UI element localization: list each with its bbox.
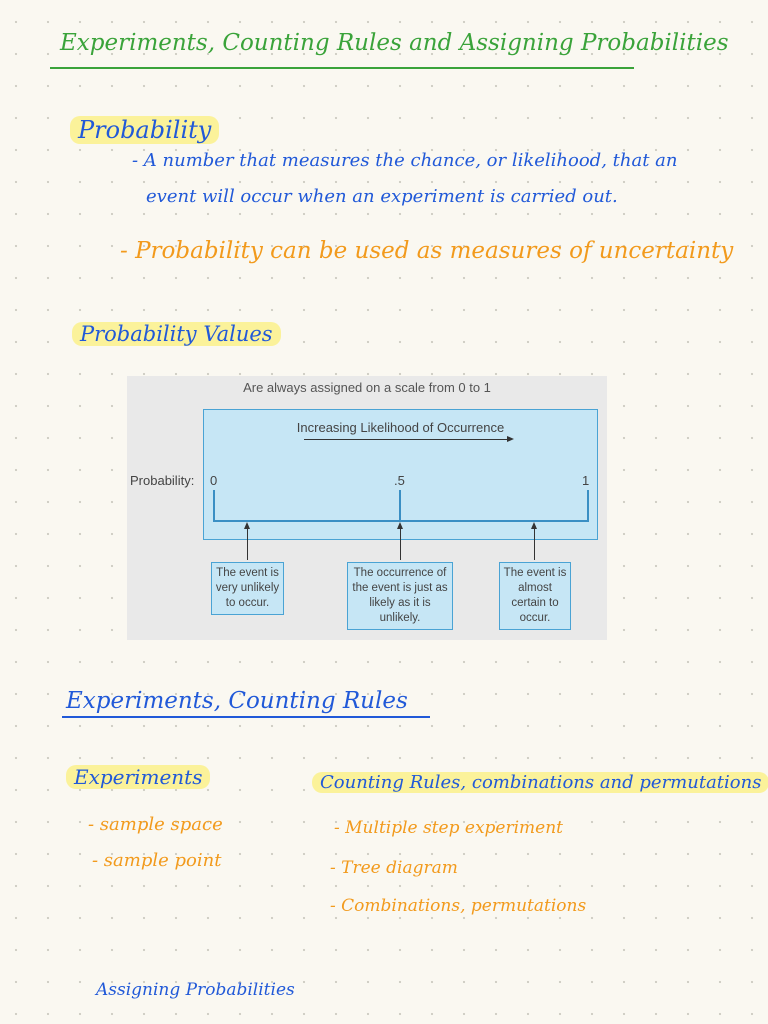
assigning-probabilities-heading: Assigning Probabilities [96,980,295,1000]
axis-tick-0 [213,490,215,522]
pointer-arrow-icon-2 [397,522,403,529]
increasing-arrow-line [304,439,509,440]
list-item-combinations: - Combinations, permutations [330,896,587,916]
list-item-multiple-step: - Multiple step experiment [334,818,564,838]
increasing-arrow-icon [507,436,514,442]
probability-definition-line1: - A number that measures the chance, or … [132,150,678,171]
uncertainty-note: - Probability can be used as measures of… [120,238,734,264]
note-just-as-likely: The occurrence of the event is just as l… [347,562,453,630]
list-item-sample-space: - sample space [88,814,223,835]
probability-definition-line2: event will occur when an experiment is c… [146,186,618,207]
pointer-arrow-icon-1 [244,522,250,529]
pointer-arrow-icon-3 [531,522,537,529]
title-underline [50,67,634,69]
pointer-arrow-line-3 [534,528,535,560]
note-very-unlikely: The event is very unlikely to occur. [211,562,284,615]
experiments-heading: Experiments [66,765,211,789]
axis-tick-half [399,490,401,522]
figure-probability-label: Probability: [130,473,195,488]
probability-values-heading: Probability Values [72,322,281,346]
list-item-tree-diagram: - Tree diagram [330,858,458,878]
figure-increasing-label: Increasing Likelihood of Occurrence [296,420,505,435]
list-item-sample-point: - sample point [92,850,222,871]
probability-heading: Probability [70,116,220,144]
counting-rules-heading: Counting Rules, combinations and permuta… [312,772,768,793]
probability-heading-text: Probability [70,116,220,144]
probability-scale-figure: Are always assigned on a scale from 0 to… [127,376,607,640]
pointer-arrow-line-2 [400,528,401,560]
pointer-arrow-line-1 [247,528,248,560]
note-almost-certain: The event is almost certain to occur. [499,562,571,630]
probability-axis [213,520,589,522]
page-title: Experiments, Counting Rules and Assignin… [60,30,729,56]
experiments-counting-underline [62,716,430,718]
tick-label-0: 0 [210,473,218,488]
tick-label-1: 1 [582,473,590,488]
tick-label-half: .5 [394,473,405,488]
probability-values-heading-text: Probability Values [72,322,281,346]
axis-tick-1 [587,490,589,522]
figure-caption: Are always assigned on a scale from 0 to… [243,380,491,395]
experiments-counting-heading: Experiments, Counting Rules [66,688,408,714]
counting-rules-heading-text: Counting Rules, combinations and permuta… [312,772,768,793]
experiments-heading-text: Experiments [66,765,211,789]
